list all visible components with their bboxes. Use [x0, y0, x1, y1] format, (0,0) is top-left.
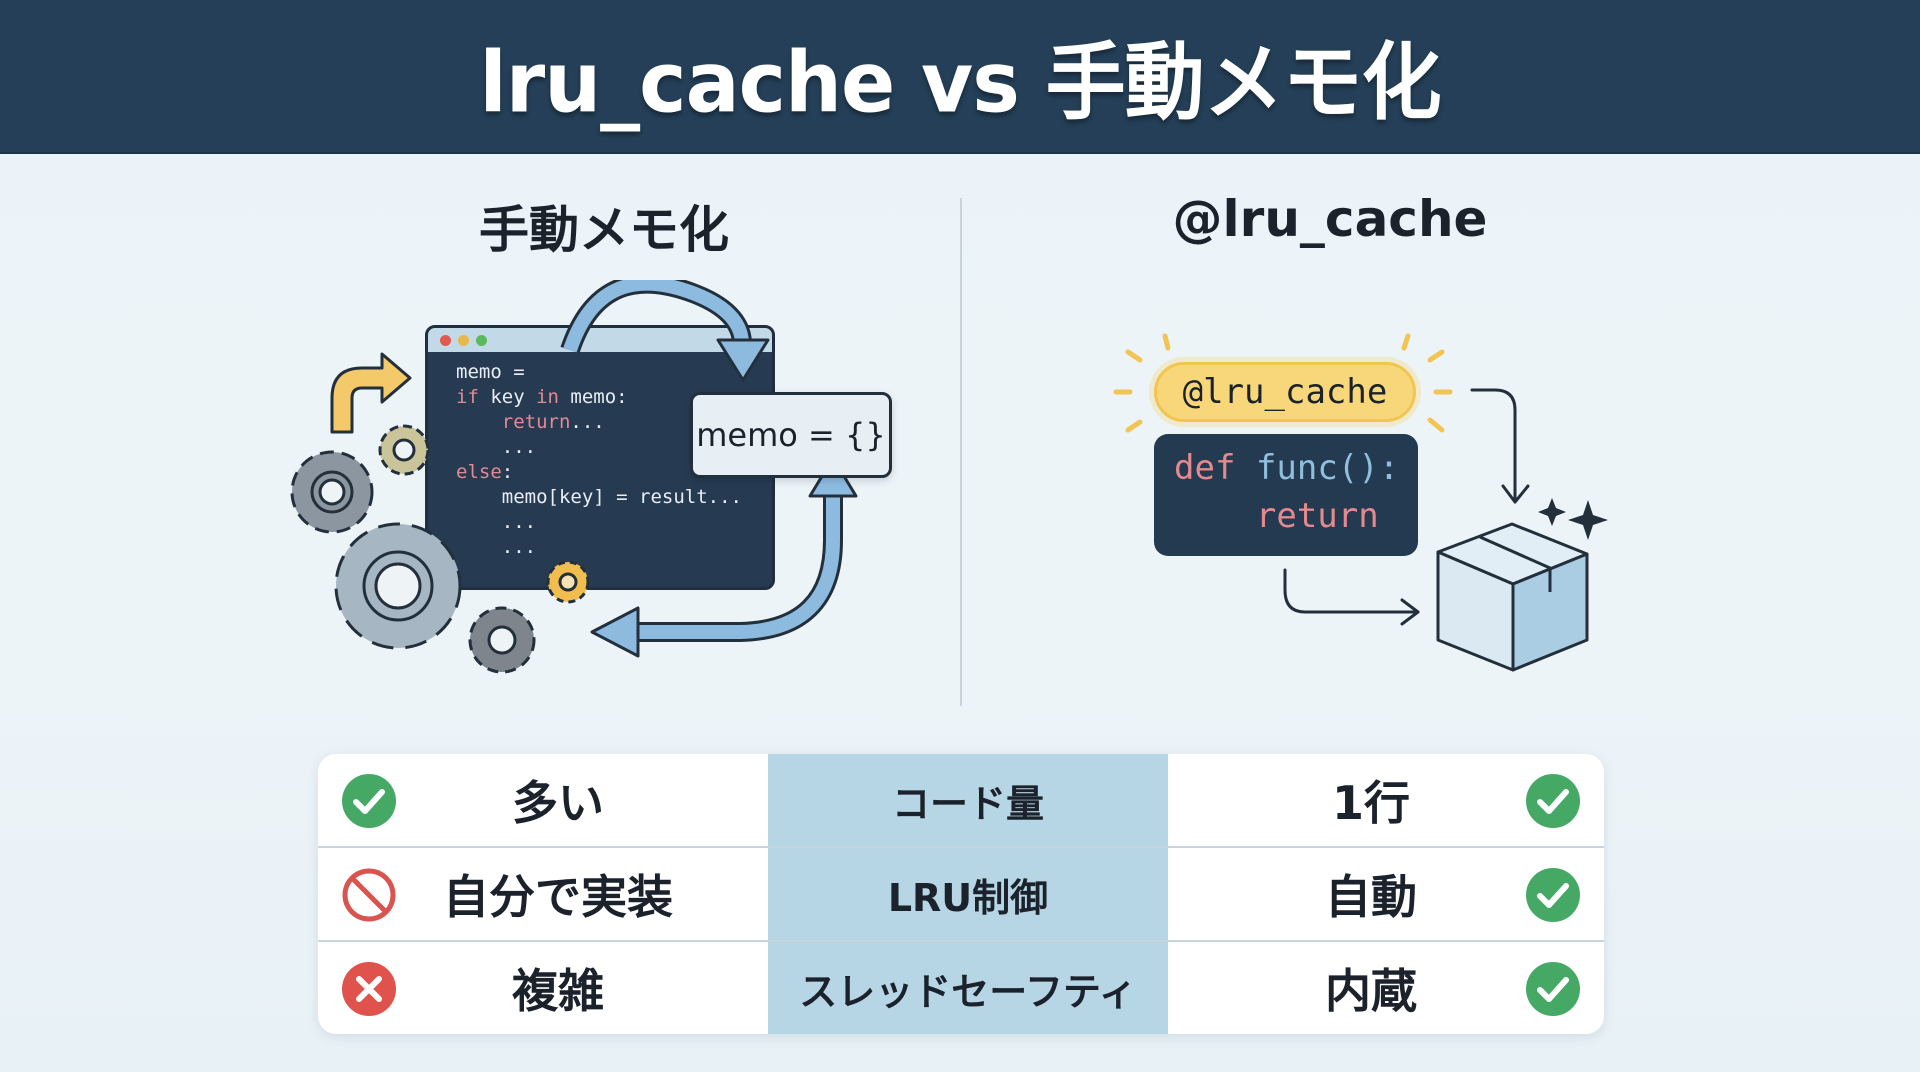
minimize-dot-icon: [458, 334, 469, 346]
check-icon: [1524, 866, 1582, 935]
arrow-right-to-box-icon: [1283, 568, 1420, 626]
row-divider: [318, 846, 1604, 848]
column-divider: [960, 198, 962, 706]
lru-cell: 内蔵: [1168, 942, 1604, 1034]
lru-value: 内蔵: [1325, 964, 1417, 1018]
box-package-icon: [1436, 522, 1589, 672]
lru-cell: 自動: [1168, 848, 1604, 940]
row-divider: [318, 940, 1604, 942]
comparison-table: 多い コード量 1行 自分で実装 LRU制御 自動 複雑 スレッドセーフティ 内…: [318, 754, 1604, 1034]
check-icon: [1524, 772, 1582, 841]
return-keyword: return: [1255, 496, 1379, 536]
manual-cell: 自分で実装: [318, 848, 768, 940]
manual-memo-illustration: memo = if key in memo: return... ... else:…: [270, 280, 930, 700]
manual-cell: 多い: [318, 754, 768, 846]
code-line: return...: [501, 411, 605, 433]
window-titlebar: [428, 328, 772, 352]
lru-cache-decorator-badge: @lru_cache: [1154, 362, 1416, 422]
page-title: lru_cache vs 手動メモ化: [479, 34, 1441, 132]
manual-value: 複雑: [512, 964, 604, 1018]
aspect-cell: スレッドセーフティ: [768, 942, 1168, 1034]
function-name: func():: [1255, 448, 1400, 488]
code-line: ...: [501, 536, 537, 558]
code-line: memo =: [456, 361, 525, 383]
code-line: ...: [501, 511, 537, 533]
manual-value: 多い: [512, 776, 604, 830]
function-definition-box: def func(): return: [1154, 434, 1418, 556]
check-icon: [1524, 960, 1582, 1029]
maximize-dot-icon: [476, 334, 487, 346]
lru-cell: 1行: [1168, 754, 1604, 846]
illustration-decor: [330, 352, 412, 434]
lru-value: 自動: [1325, 870, 1417, 924]
aspect-cell: コード量: [768, 754, 1168, 846]
code-line: memo[key] = result...: [501, 486, 742, 508]
prohibited-icon: [340, 866, 398, 935]
lru-cache-illustration: @lru_cache def func(): return: [1100, 320, 1620, 680]
code-line: if key in memo:: [456, 386, 628, 408]
aspect-cell: LRU制御: [768, 848, 1168, 940]
title-banner: lru_cache vs 手動メモ化: [0, 0, 1920, 154]
right-column-title: @lru_cache: [1172, 190, 1488, 248]
table-row: 多い コード量 1行: [318, 754, 1604, 846]
table-row: 複雑 スレッドセーフティ 内蔵: [318, 942, 1604, 1034]
sparkle-icon: [1538, 498, 1608, 540]
right-decor: [1113, 333, 1608, 672]
lru-value: 1行: [1331, 776, 1410, 830]
code-line: else:: [456, 461, 514, 483]
cross-icon: [340, 960, 398, 1029]
glow-rays-icon: [1113, 333, 1453, 433]
table-row: 自分で実装 LRU制御 自動: [318, 848, 1604, 940]
manual-value: 自分で実装: [443, 870, 673, 924]
arrow-down-to-box-icon: [1470, 388, 1530, 504]
def-keyword: def: [1174, 448, 1236, 488]
check-icon: [340, 772, 398, 841]
left-column-title: 手動メモ化: [479, 201, 729, 259]
memo-dict-box: memo = {}: [690, 392, 892, 478]
code-line: ...: [501, 436, 537, 458]
manual-cell: 複雑: [318, 942, 768, 1034]
yellow-arrow-icon: [330, 352, 412, 434]
close-dot-icon: [440, 334, 451, 346]
